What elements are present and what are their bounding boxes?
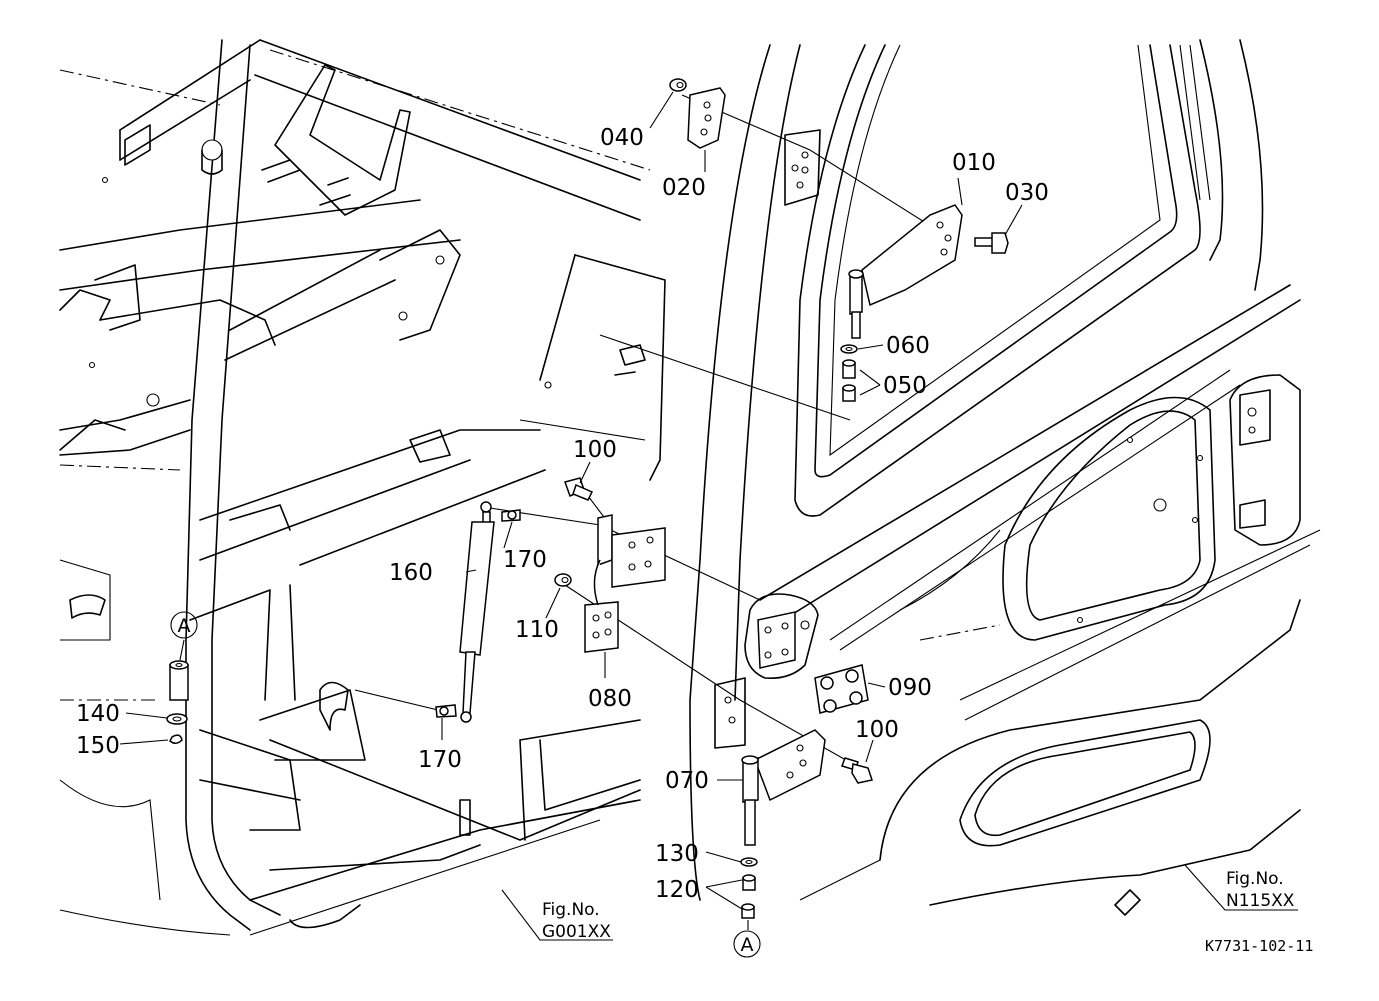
part-050-bushings (842, 359, 856, 402)
part-130-washer (740, 857, 758, 867)
figure-ref-left-title: Fig.No. (542, 900, 600, 920)
callout-100-upper: 100 (573, 437, 617, 463)
callout-010: 010 (952, 150, 996, 176)
part-170-ball-stud-upper (501, 509, 521, 522)
reference-marker-bottom: A (733, 930, 761, 958)
part-070-lower-hinge (741, 729, 826, 846)
callout-020: 020 (662, 175, 706, 201)
part-010-upper-hinge (848, 204, 963, 339)
part-120-bushings (741, 874, 756, 919)
part-100-bolt-lower (841, 757, 873, 784)
callout-160: 160 (389, 560, 433, 586)
callout-050: 050 (883, 373, 927, 399)
figure-ref-right-title: Fig.No. (1226, 869, 1284, 889)
part-160-gas-strut (459, 501, 495, 723)
cab-frame (59, 39, 666, 936)
callout-070: 070 (665, 768, 709, 794)
drawing-code: K7731-102-11 (1205, 937, 1313, 955)
callout-040: 040 (600, 125, 644, 151)
marker-a-left: A (178, 615, 191, 637)
part-080-bracket (584, 514, 666, 653)
callout-080: 080 (588, 686, 632, 712)
callout-170-lower: 170 (418, 747, 462, 773)
part-110-nut (554, 573, 572, 587)
callout-150: 150 (76, 733, 120, 759)
part-left-pin (169, 660, 189, 701)
door-hinge-mount (744, 593, 819, 680)
marker-a-bottom: A (741, 934, 754, 956)
callout-120: 120 (655, 877, 699, 903)
callout-170-upper: 170 (503, 547, 547, 573)
part-040-nut (669, 78, 687, 92)
reference-marker-left: A (170, 611, 198, 639)
part-100-bolt-upper (564, 477, 594, 501)
part-150-clip (169, 734, 183, 744)
part-170-ball-stud-lower (435, 704, 457, 718)
part-060-washer (840, 344, 858, 354)
figure-ref-left-code: G001XX (542, 922, 611, 942)
callout-140: 140 (76, 701, 120, 727)
callout-130: 130 (655, 841, 699, 867)
callout-030: 030 (1005, 180, 1049, 206)
callout-060: 060 (886, 333, 930, 359)
part-020-plate (687, 87, 726, 149)
figure-ref-right: Fig.No. N115XX (1226, 869, 1295, 911)
part-090-plate (814, 664, 869, 714)
callout-110: 110 (515, 617, 559, 643)
callout-090: 090 (888, 675, 932, 701)
figure-ref-right-code: N115XX (1226, 891, 1295, 911)
callout-100-lower: 100 (855, 717, 899, 743)
leader-lines (119, 91, 1298, 941)
callout-labels: 010 020 030 040 060 050 100 160 170 110 … (76, 125, 1049, 903)
part-030-bolt (974, 232, 1009, 254)
door-panel (689, 39, 1321, 916)
figure-ref-left: Fig.No. G001XX (542, 900, 611, 942)
part-140-washer (166, 713, 188, 725)
